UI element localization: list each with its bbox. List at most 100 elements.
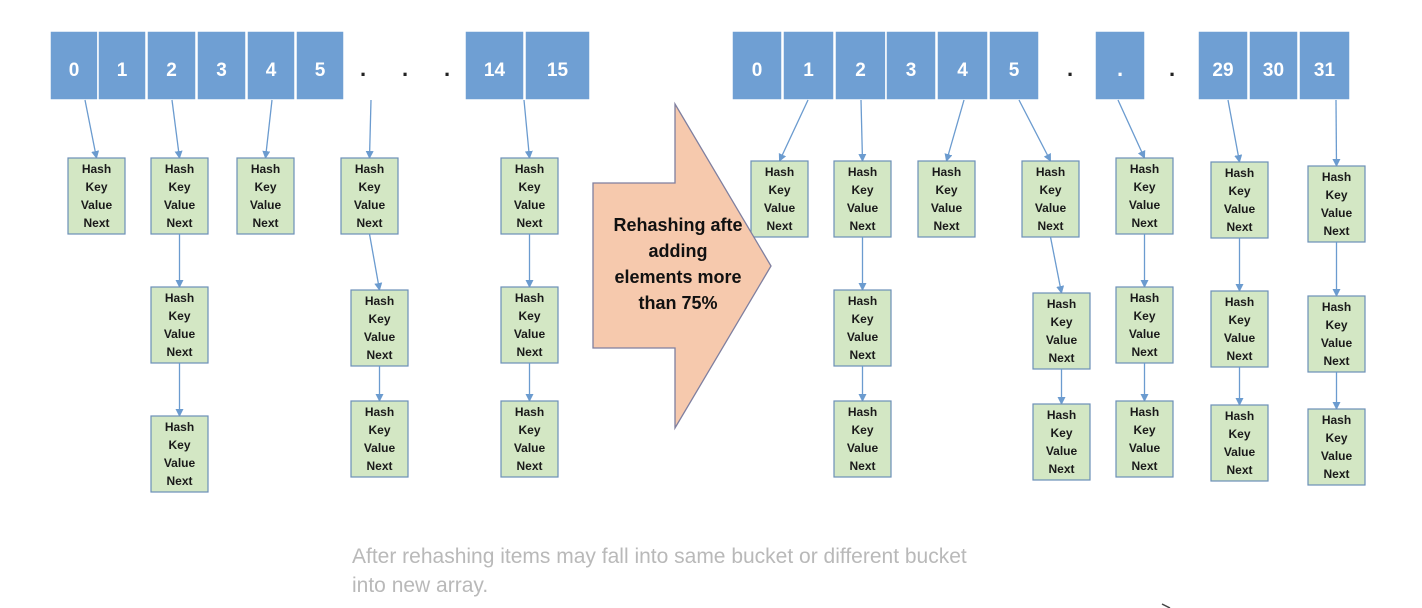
node-field-1-0-1: Key	[168, 180, 190, 194]
node-field-9-2-2: Value	[1129, 441, 1161, 455]
node-field-1-2-2: Value	[164, 456, 196, 470]
node-field-8-0-3: Next	[1037, 219, 1063, 233]
hash-node-1-2	[150, 415, 209, 493]
rehash-arrow-text-1: adding	[649, 241, 708, 261]
node-field-11-0-0: Hash	[1322, 170, 1351, 184]
node-field-4-2-0: Hash	[515, 405, 544, 419]
node-field-6-1-2: Value	[847, 330, 879, 344]
old-array-cell-label-4: 4	[266, 60, 277, 81]
old-array-cell-label-10: 15	[547, 60, 569, 81]
new-array-cell-label-2: 2	[855, 60, 866, 81]
node-field-7-0-2: Value	[931, 201, 963, 215]
node-field-9-2-0: Hash	[1130, 405, 1159, 419]
rehash-arrow-text-3: than 75%	[638, 293, 717, 313]
node-field-9-0-2: Value	[1129, 198, 1161, 212]
hash-node-9-0	[1115, 157, 1174, 235]
node-field-2-0-2: Value	[250, 198, 282, 212]
link-arrow-9-0	[1117, 99, 1146, 159]
old-array-cell-label-6: .	[360, 56, 366, 81]
hash-node-10-1	[1210, 290, 1269, 368]
node-field-4-0-3: Next	[516, 216, 542, 230]
rehash-arrow	[592, 101, 772, 431]
hash-node-3-0	[340, 157, 399, 235]
node-field-2-0-3: Next	[252, 216, 278, 230]
node-field-11-2-0: Hash	[1322, 413, 1351, 427]
new-array-cell-label-0: 0	[752, 60, 763, 81]
node-field-10-2-0: Hash	[1225, 409, 1254, 423]
node-field-1-1-2: Value	[164, 327, 196, 341]
node-field-11-0-2: Value	[1321, 206, 1353, 220]
link-arrow-11-0	[1332, 99, 1341, 167]
link-arrow-3-0	[365, 99, 374, 159]
new-array-cell-label-7: .	[1117, 56, 1123, 81]
node-field-4-1-1: Key	[518, 309, 540, 323]
hash-node-10-2	[1210, 404, 1269, 482]
node-field-11-1-3: Next	[1323, 354, 1349, 368]
hash-node-11-2	[1307, 408, 1366, 486]
node-field-3-0-3: Next	[356, 216, 382, 230]
node-field-6-2-3: Next	[849, 459, 875, 473]
hash-node-8-1	[1032, 292, 1091, 370]
node-field-5-0-1: Key	[768, 183, 790, 197]
node-field-8-1-3: Next	[1048, 351, 1074, 365]
old-array-cell-4	[246, 30, 296, 101]
node-field-4-2-1: Key	[518, 423, 540, 437]
old-array-cell-0	[49, 30, 99, 101]
node-field-8-2-2: Value	[1046, 444, 1078, 458]
new-array-cell-7	[1094, 30, 1146, 101]
node-field-3-0-2: Value	[354, 198, 386, 212]
node-field-8-1-0: Hash	[1047, 297, 1076, 311]
node-field-6-0-0: Hash	[848, 165, 877, 179]
node-field-10-0-2: Value	[1224, 202, 1256, 216]
node-field-9-0-1: Key	[1133, 180, 1155, 194]
node-field-8-0-1: Key	[1039, 183, 1061, 197]
new-array-cell-label-6: .	[1067, 56, 1073, 81]
new-array-cell-9	[1197, 30, 1249, 101]
hash-node-4-2	[500, 400, 559, 478]
link-arrow-2-0	[262, 99, 273, 159]
hash-node-6-1	[833, 289, 892, 367]
new-array-cell-5	[988, 30, 1040, 101]
node-field-11-0-3: Next	[1323, 224, 1349, 238]
node-field-1-0-2: Value	[164, 198, 196, 212]
link-arrow-5-0	[778, 99, 809, 162]
node-field-1-2-1: Key	[168, 438, 190, 452]
old-array-cell-label-8: .	[444, 56, 450, 81]
new-array-cell-label-8: .	[1169, 56, 1175, 81]
node-field-9-1-3: Next	[1131, 345, 1157, 359]
node-field-7-0-1: Key	[935, 183, 957, 197]
node-field-9-2-1: Key	[1133, 423, 1155, 437]
node-field-9-2-3: Next	[1131, 459, 1157, 473]
hash-node-1-0	[150, 157, 209, 235]
node-field-9-1-1: Key	[1133, 309, 1155, 323]
new-array-cell-0	[731, 30, 783, 101]
node-field-5-0-3: Next	[766, 219, 792, 233]
hash-node-11-1	[1307, 295, 1366, 373]
new-array-cell-label-4: 4	[957, 60, 968, 81]
node-field-11-2-2: Value	[1321, 449, 1353, 463]
node-field-1-2-0: Hash	[165, 420, 194, 434]
node-field-9-0-0: Hash	[1130, 162, 1159, 176]
link-arrow-0-0	[84, 99, 100, 159]
node-field-1-1-0: Hash	[165, 291, 194, 305]
hash-node-4-0	[500, 157, 559, 235]
cursor-mark	[1161, 603, 1171, 608]
node-field-6-0-3: Next	[849, 219, 875, 233]
node-field-4-1-3: Next	[516, 345, 542, 359]
node-field-1-2-3: Next	[166, 474, 192, 488]
link-arrow-3-1	[368, 233, 383, 291]
old-array-cell-5	[295, 30, 345, 101]
old-array-cell-3	[196, 30, 247, 101]
node-field-10-0-0: Hash	[1225, 166, 1254, 180]
hash-node-3-2	[350, 400, 409, 478]
old-array-cell-9	[464, 30, 525, 101]
node-field-4-0-1: Key	[518, 180, 540, 194]
node-field-0-0-1: Key	[85, 180, 107, 194]
node-field-0-0-0: Hash	[82, 162, 111, 176]
hash-node-7-0	[917, 160, 976, 238]
hash-node-6-0	[833, 160, 892, 238]
node-field-1-1-3: Next	[166, 345, 192, 359]
node-field-3-2-2: Value	[364, 441, 396, 455]
node-field-6-2-0: Hash	[848, 405, 877, 419]
